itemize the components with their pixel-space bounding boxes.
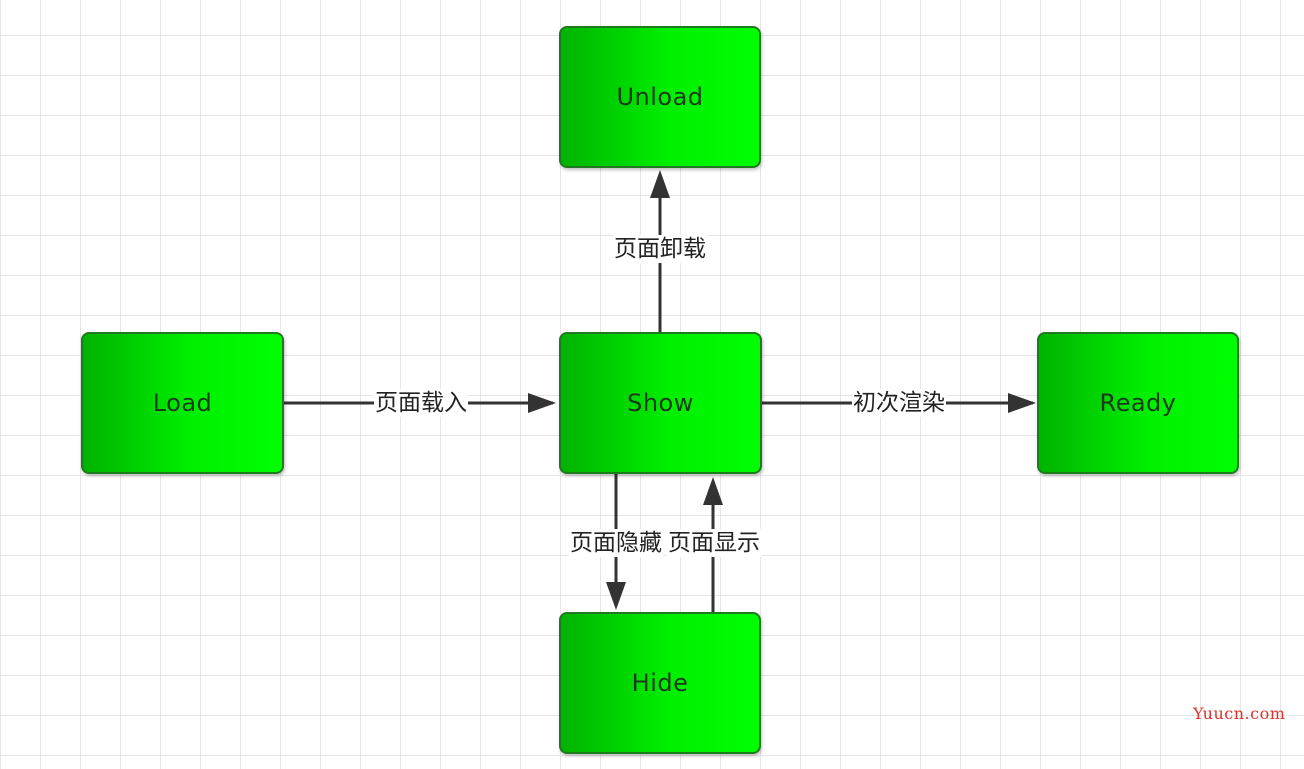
arrowhead-show-to-hide <box>606 582 626 610</box>
node-hide-label: Hide <box>631 669 689 697</box>
edge-label-show-to-ready: 初次渲染 <box>852 389 946 417</box>
node-unload-label: Unload <box>616 83 704 111</box>
node-ready: Ready <box>1037 332 1239 474</box>
node-load: Load <box>81 332 284 474</box>
node-unload: Unload <box>559 26 761 168</box>
arrowhead-show-to-ready <box>1008 393 1036 413</box>
node-ready-label: Ready <box>1099 389 1177 417</box>
node-show-label: Show <box>627 389 694 417</box>
edge-label-hide-to-show: 页面显示 <box>667 529 761 557</box>
edge-label-show-to-hide: 页面隐藏 <box>569 529 663 557</box>
edge-label-load-to-show: 页面载入 <box>374 389 468 417</box>
node-load-label: Load <box>152 389 213 417</box>
arrowhead-hide-to-show <box>703 477 723 505</box>
watermark-text: Yuucn.com <box>1193 704 1286 723</box>
node-hide: Hide <box>559 612 761 754</box>
arrowhead-show-to-unload <box>650 170 670 198</box>
edge-label-show-to-unload: 页面卸载 <box>613 235 707 263</box>
arrowhead-load-to-show <box>528 393 556 413</box>
node-show: Show <box>559 332 762 474</box>
